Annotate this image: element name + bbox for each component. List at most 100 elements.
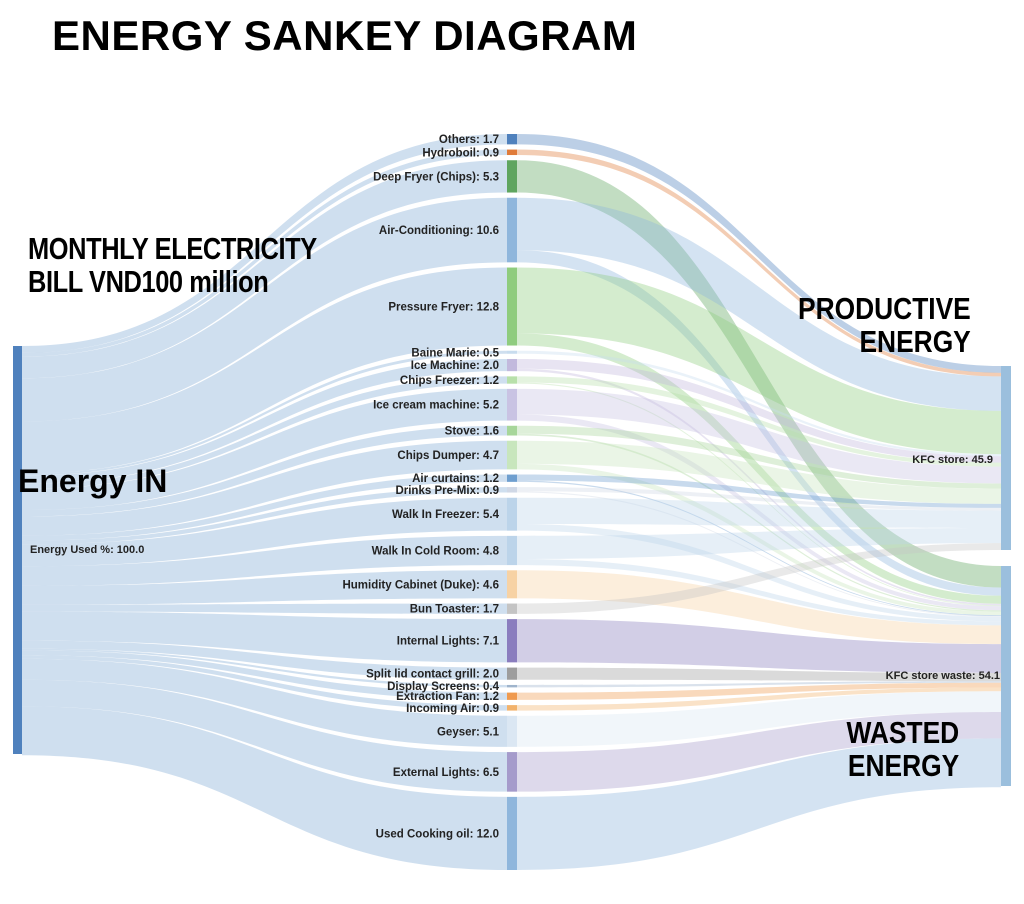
node-label-drinks-pre-mix: Drinks Pre-Mix: 0.9 <box>395 485 499 497</box>
link-source-drinks-pre-mix <box>22 487 507 545</box>
sankey-links <box>22 134 1001 870</box>
link-source-external-lights <box>22 679 507 792</box>
link-chips-freezer-to-kfc-store-waste <box>517 382 1001 607</box>
link-baine-marie-to-kfc-store <box>517 350 1001 457</box>
bill-line-1: MONTHLY ELECTRICITY <box>28 231 317 266</box>
node-walk-in-cold-room <box>507 535 517 566</box>
link-hydroboil-to-kfc-store <box>517 149 1001 377</box>
link-source-split-lid-contact-grill <box>22 640 507 680</box>
link-ice-cream-machine-to-kfc-store <box>517 388 1001 484</box>
link-air-curtains-to-kfc-store-waste <box>517 480 1001 617</box>
link-source-walk-in-freezer <box>22 497 507 567</box>
node-baine-marie <box>507 350 517 354</box>
link-source-hydroboil <box>22 149 507 357</box>
link-extraction-fan-to-kfc-store-waste <box>517 682 1001 700</box>
node-pressure-fryer <box>507 267 517 346</box>
node-air-conditioning <box>507 197 517 263</box>
node-geyser <box>507 715 517 747</box>
node-kfc-store-waste <box>1001 566 1011 786</box>
node-kfc-store <box>1001 366 1011 550</box>
node-drinks-pre-mix <box>507 487 517 493</box>
page-title: ENERGY SANKEY DIAGRAM <box>52 12 638 59</box>
energy-in-annotation: Energy IN <box>18 463 168 499</box>
node-incoming-air <box>507 705 517 711</box>
node-walk-in-freezer <box>507 497 517 531</box>
link-source-internal-lights <box>22 611 507 663</box>
node-label-incoming-air: Incoming Air: 0.9 <box>406 703 499 715</box>
node-display-screens <box>507 684 517 688</box>
link-used-cooking-oil-to-kfc-store-waste <box>517 738 1001 870</box>
node-split-lid-contact-grill <box>507 667 517 680</box>
node-label-pressure-fryer: Pressure Fryer: 12.8 <box>388 302 499 314</box>
link-incoming-air-to-kfc-store-waste <box>517 687 1001 711</box>
link-source-geyser <box>22 658 507 747</box>
node-label-used-cooking-oil: Used Cooking oil: 12.0 <box>376 828 499 840</box>
node-label-walk-in-freezer: Walk In Freezer: 5.4 <box>392 509 500 521</box>
link-deep-fryer-chips-to-kfc-store-waste <box>517 160 1001 588</box>
node-ice-machine <box>507 358 517 372</box>
node-label-ice-cream-machine: Ice cream machine: 5.2 <box>373 400 499 412</box>
link-ice-machine-to-kfc-store <box>517 358 1001 463</box>
node-label-geyser: Geyser: 5.1 <box>437 726 500 738</box>
node-deep-fryer-chips <box>507 160 517 193</box>
link-ice-cream-machine-to-kfc-store-waste <box>517 414 1001 611</box>
link-ice-machine-to-kfc-store-waste <box>517 368 1001 606</box>
sankey-nodes <box>13 134 1011 870</box>
link-source-chips-dumper <box>22 440 507 536</box>
node-label-baine-marie: Baine Marie: 0.5 <box>411 347 499 359</box>
link-air-conditioning-to-kfc-store <box>517 197 1001 411</box>
link-humidity-cabinet-duke-to-kfc-store-waste <box>517 570 1001 645</box>
link-walk-in-freezer-to-kfc-store-waste <box>517 523 1001 622</box>
node-label-humidity-cabinet-duke: Humidity Cabinet (Duke): 4.6 <box>342 579 499 591</box>
node-label-external-lights: External Lights: 6.5 <box>393 767 500 779</box>
node-ice-cream-machine <box>507 388 517 421</box>
node-external-lights <box>507 752 517 792</box>
link-internal-lights-to-kfc-store-waste <box>517 619 1001 673</box>
link-source-deep-fryer-chips <box>22 160 507 379</box>
link-stove-to-kfc-store-waste <box>517 433 1001 612</box>
link-source-extraction-fan <box>22 650 507 700</box>
link-source-air-curtains <box>22 474 507 541</box>
link-pressure-fryer-to-kfc-store-waste <box>517 333 1001 604</box>
node-others <box>507 134 517 145</box>
productive-line-1: PRODUCTIVE <box>798 291 971 326</box>
bill-line-2: BILL VND100 million <box>28 264 269 300</box>
link-source-chips-freezer <box>22 376 507 489</box>
link-bun-toaster-to-kfc-store <box>517 543 1001 614</box>
link-chips-freezer-to-kfc-store <box>517 376 1001 467</box>
node-label-chips-dumper: Chips Dumper: 4.7 <box>397 450 499 462</box>
link-source-bun-toaster <box>22 603 507 614</box>
link-pressure-fryer-to-kfc-store <box>517 267 1001 455</box>
link-source-baine-marie <box>22 350 507 476</box>
link-source-display-screens <box>22 648 507 688</box>
link-chips-dumper-to-kfc-store-waste <box>517 463 1001 616</box>
link-air-conditioning-to-kfc-store-waste <box>517 250 1001 596</box>
node-bun-toaster <box>507 603 517 614</box>
link-walk-in-cold-room-to-kfc-store-waste <box>517 559 1001 626</box>
node-label-stove: Stove: 1.6 <box>445 426 499 438</box>
node-extraction-fan <box>507 692 517 700</box>
link-others-to-kfc-store <box>517 134 1001 373</box>
link-source-walk-in-cold-room <box>22 535 507 586</box>
node-label-ice-machine: Ice Machine: 2.0 <box>411 360 499 372</box>
wasted-line-1: WASTED <box>846 715 960 750</box>
link-chips-dumper-to-kfc-store <box>517 440 1001 504</box>
node-label-hydroboil: Hydroboil: 0.9 <box>422 147 499 159</box>
link-source-stove <box>22 425 507 517</box>
node-chips-dumper <box>507 440 517 470</box>
link-drinks-pre-mix-to-kfc-store-waste <box>517 491 1001 617</box>
node-humidity-cabinet-duke <box>507 570 517 599</box>
node-label-display-screens: Display Screens: 0.4 <box>387 681 499 693</box>
node-label-walk-in-cold-room: Walk In Cold Room: 4.8 <box>372 545 500 557</box>
node-stove <box>507 425 517 436</box>
link-display-screens-to-kfc-store-waste <box>517 681 1001 688</box>
link-source-ice-cream-machine <box>22 388 507 511</box>
link-geyser-to-kfc-store-waste <box>517 691 1001 747</box>
node-chips-freezer <box>507 376 517 384</box>
link-drinks-pre-mix-to-kfc-store <box>517 487 1001 511</box>
productive-line-2: ENERGY <box>859 324 971 360</box>
link-source-pressure-fryer <box>22 267 507 474</box>
wasted-energy-annotation: WASTED ENERGY <box>836 716 959 783</box>
